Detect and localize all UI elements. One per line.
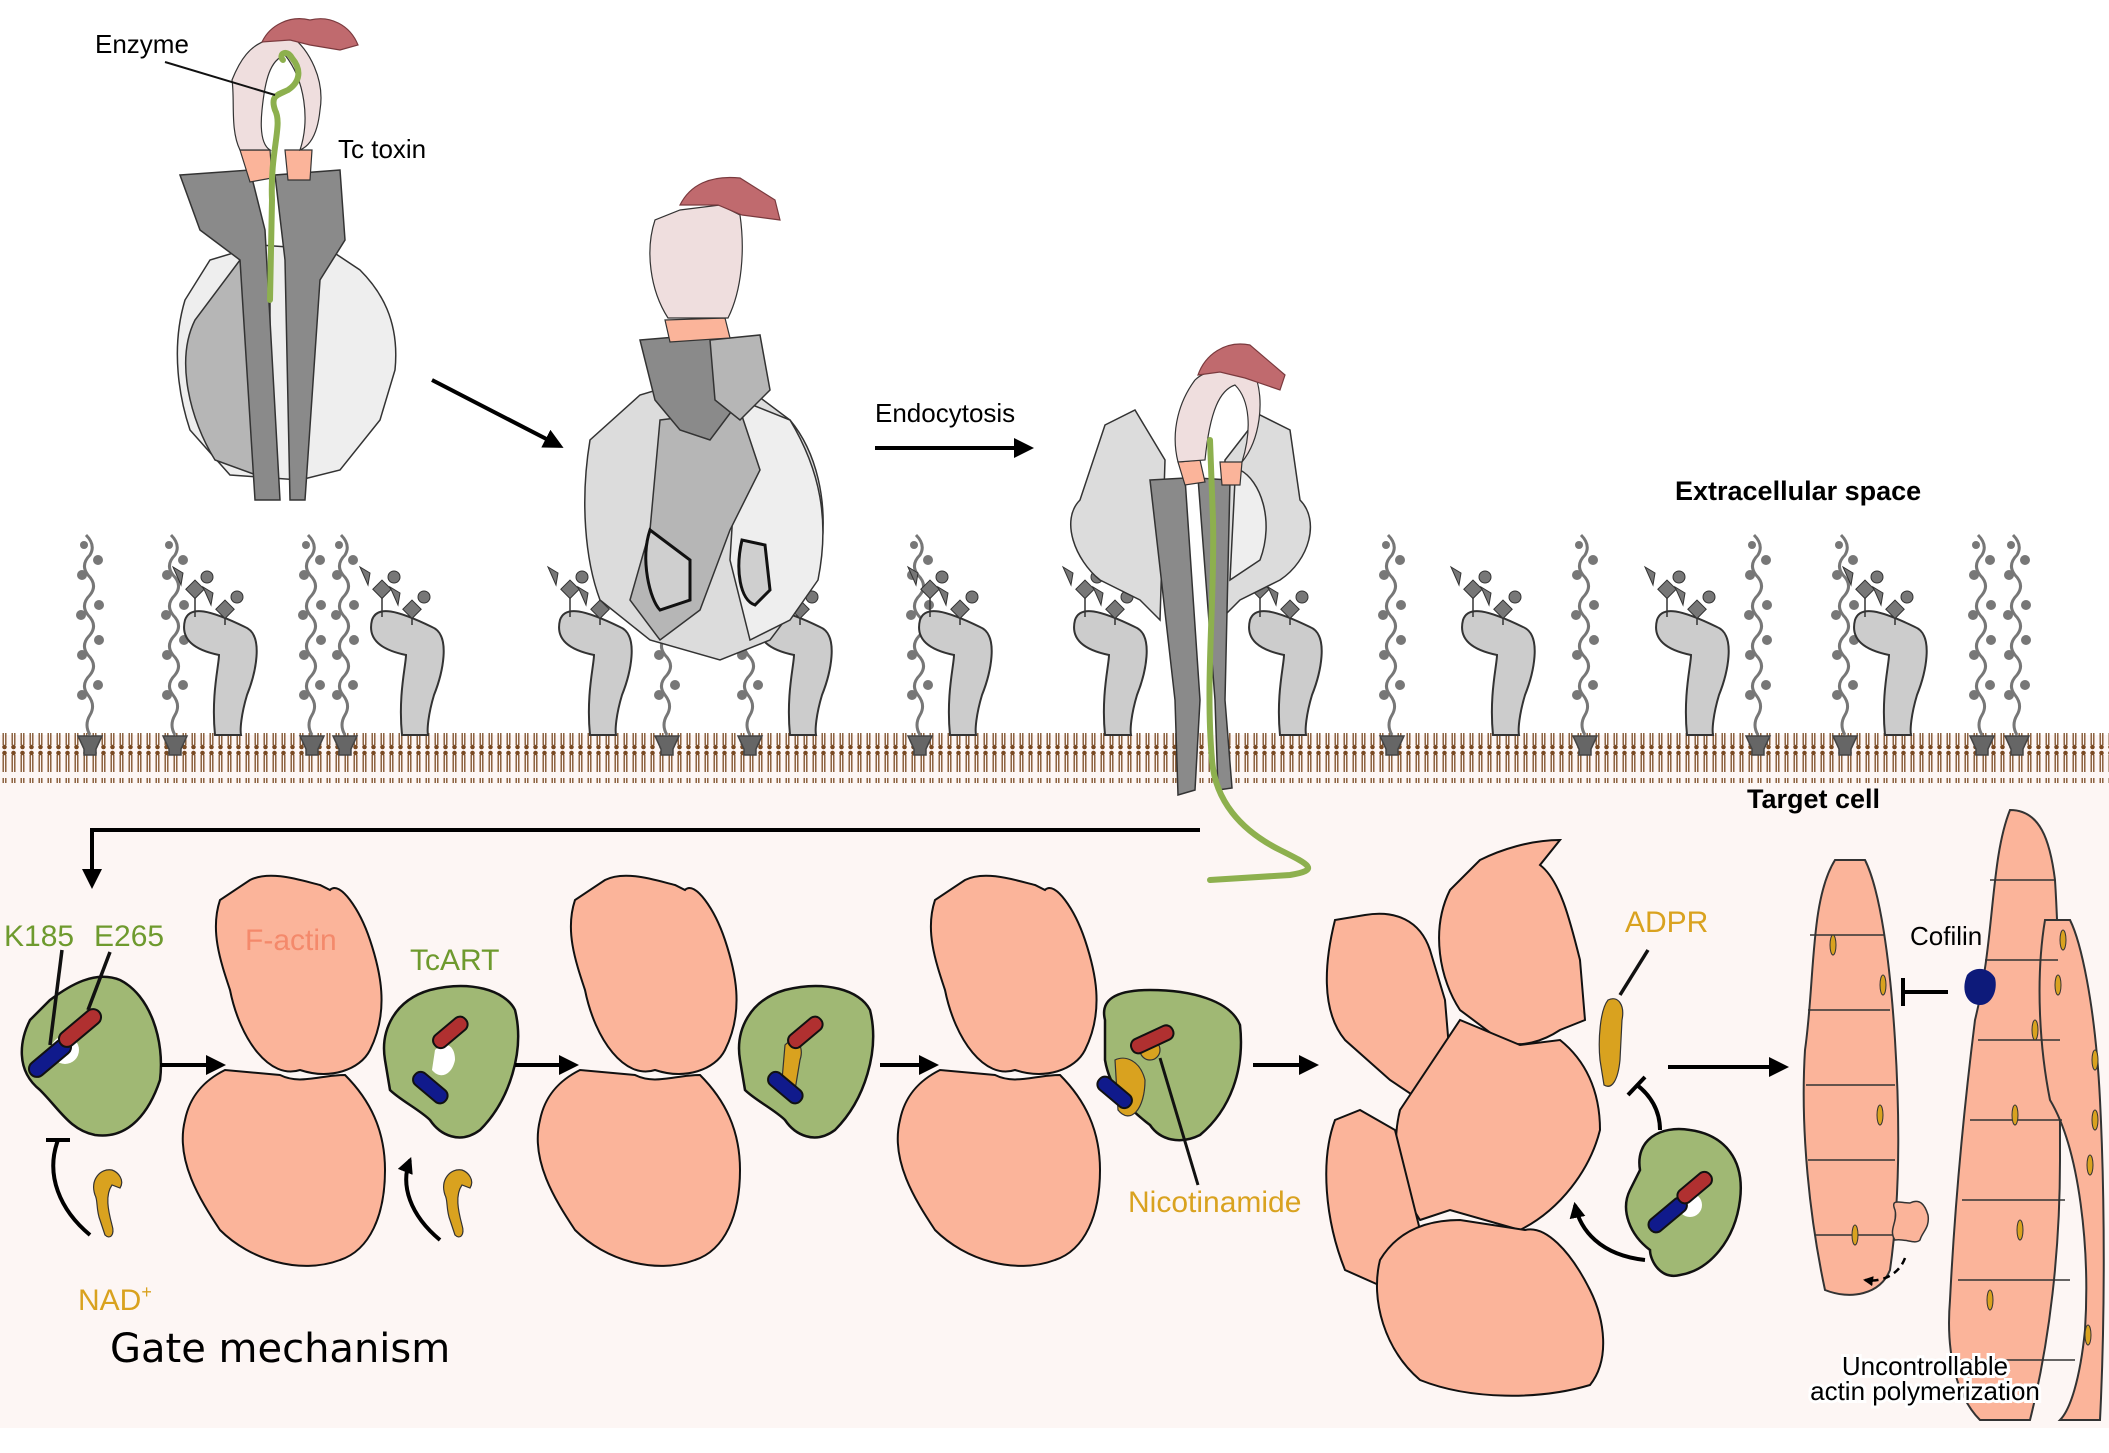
endocytosis-label: Endocytosis (875, 398, 1015, 428)
adpr-label: ADPR (1625, 906, 1708, 939)
tcart-bound-open (382, 984, 520, 1139)
outcome-label-line2: actin polymerization (1810, 1376, 2040, 1406)
target-cell-label: Target cell (1747, 784, 1880, 814)
e265-label: E265 (94, 920, 164, 953)
tcart-bound-nad (737, 984, 875, 1139)
tcart-closed (20, 949, 163, 1137)
f-actin-dimer-1 (181, 874, 387, 1267)
tcart-label: TcART (410, 944, 499, 977)
inhibit-arrow-2 (1635, 1083, 1662, 1131)
enzyme-chain (267, 49, 302, 303)
bottom-margin (0, 1428, 2109, 1453)
inhibit-arrow-1 (51, 1139, 92, 1237)
tc-toxin-label: Tc toxin (338, 134, 426, 164)
tc-toxin-prepore (164, 18, 397, 501)
enzyme-label: Enzyme (95, 29, 189, 59)
cofilin-molecule (1964, 968, 1996, 1005)
nicotinamide-label: Nicotinamide (1128, 1186, 1301, 1219)
tc-toxin-pore (1070, 343, 1312, 883)
nad-label: NAD+ (78, 1282, 152, 1317)
actin-filament-left (1802, 859, 1900, 1296)
f-actin-cluster-adp-ribosylated (1325, 838, 1650, 1397)
f-actin-dimer-3 (896, 874, 1102, 1267)
binding-arrow-2 (1569, 1201, 1646, 1262)
k185-label: K185 (4, 920, 74, 953)
tc-toxin-bound (584, 176, 824, 661)
tcart-releasing-nicotinamide (1096, 988, 1243, 1186)
gate-mechanism-label: Gate mechanism (110, 1326, 450, 1372)
enzyme-chain-translocating (1206, 437, 1312, 883)
tcart-released (1624, 1127, 1743, 1278)
f-actin-label: F-actin (245, 924, 337, 957)
f-actin-dimer-2 (536, 874, 742, 1267)
monomer-addition-arrow (1863, 1257, 1907, 1287)
step-arrow-binding (431, 378, 564, 448)
binding-arrow-1 (397, 1157, 442, 1242)
step-arrow-to-gate (82, 828, 1200, 889)
e265-residue (57, 1008, 103, 1048)
extracellular-space-label: Extracellular space (1675, 476, 1921, 506)
nad-molecule (93, 1169, 123, 1238)
cofilin-label: Cofilin (1910, 921, 1982, 951)
adpr-molecule (1598, 998, 1624, 1087)
enzyme-pointer (164, 61, 276, 96)
nad-molecule-2 (443, 1169, 473, 1238)
outcome-label-line1: Uncontrollable (1842, 1351, 2008, 1381)
actin-monomer (1891, 1200, 1930, 1243)
actin-filament-right (1948, 808, 2105, 1421)
